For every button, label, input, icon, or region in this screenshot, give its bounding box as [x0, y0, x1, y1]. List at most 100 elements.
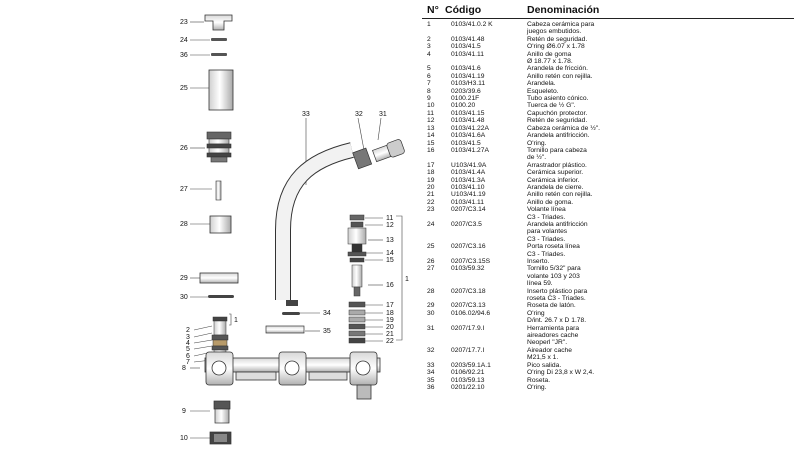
callout-4: 4 — [186, 340, 190, 347]
denomination-line: Neoperl "JR". — [527, 339, 568, 347]
part-number: 35 — [427, 376, 435, 384]
part-code: 0103/41.27A — [451, 146, 489, 154]
denomination-line: volante 103 y 203 — [527, 272, 580, 280]
part-code: 0207/C3.13 — [451, 302, 486, 310]
callout-29: 29 — [180, 275, 188, 282]
denomination-line: Arrastrador plástico. — [527, 161, 587, 169]
part-code: 0207/C3.5 — [451, 220, 482, 228]
cartridge-assembly-right — [347, 214, 367, 344]
denomination-line: Inserto. — [527, 258, 550, 265]
part-code: 0103/41.19 — [451, 72, 485, 80]
part-code: 0203/39.6 — [451, 87, 481, 95]
part-number: 13 — [427, 124, 435, 132]
denomination-line: C3 - Triades. — [527, 250, 566, 258]
callout-17: 17 — [386, 302, 394, 309]
part-number: 30 — [427, 309, 435, 317]
part-code: 0100.20 — [451, 102, 476, 110]
valve-body-part-8 — [204, 351, 381, 400]
part-number: 31 — [427, 324, 435, 332]
callout-18: 18 — [386, 310, 394, 317]
part-number: 15 — [427, 139, 435, 147]
part-code: 0207/17.9.I — [451, 324, 485, 332]
part-denomination: Tuerca de ½ G". — [527, 102, 637, 109]
part-denomination: Pico salida. — [527, 362, 637, 369]
callout-35: 35 — [323, 328, 331, 335]
part-number: 24 — [427, 220, 435, 228]
header-number: N° — [427, 4, 439, 16]
denomination-line: Roseta de latón. — [527, 302, 576, 310]
part-number: 16 — [427, 146, 435, 154]
aerator-part-32 — [352, 147, 373, 170]
denomination-line: M21,5 x 1. — [527, 354, 559, 362]
part-denomination: Roseta de latón. — [527, 302, 637, 309]
part-denomination: Inserto. — [527, 258, 637, 265]
callout-13: 13 — [386, 237, 394, 244]
callout-31: 31 — [379, 111, 387, 118]
denomination-line: Pico salida. — [527, 361, 562, 369]
part-code: 0103/41.48 — [451, 35, 485, 43]
part-number: 23 — [427, 206, 435, 214]
part-code: 0103/41.11 — [451, 198, 484, 206]
part-denomination: Anillo de goma. — [527, 199, 637, 206]
header-code: Código — [445, 4, 482, 16]
denomination-line: Herramienta para — [527, 324, 580, 332]
part-number: 7 — [427, 80, 431, 88]
part-number: 18 — [427, 169, 435, 177]
part-denomination: Tubo asiento cónico. — [527, 95, 637, 102]
part-code: 0207/C3.16 — [451, 243, 486, 251]
callout-12: 12 — [386, 222, 394, 229]
part-code: 0201/22.10 — [451, 383, 485, 391]
part-number: 10 — [427, 102, 435, 110]
denomination-line: O'ring Ø6.07 x 1.78 — [527, 43, 585, 51]
part-number: 9 — [427, 95, 431, 103]
part-denomination: Cabeza cerámica de ½". — [527, 125, 637, 132]
part-number: 27 — [427, 265, 435, 273]
part-code: 0103/59.32 — [451, 265, 485, 273]
part-denomination: Capuchón protector. — [527, 110, 637, 117]
denomination-line: O'ring. — [527, 383, 547, 391]
part-code: 0106.02/94.6 — [451, 309, 491, 317]
callout-36: 36 — [180, 52, 188, 59]
callout-19: 19 — [386, 317, 394, 324]
part-code: 0103/41.22A — [451, 124, 489, 132]
denomination-line: C3 - Triades. — [527, 235, 566, 243]
part-code: 0103/41.3A — [451, 176, 486, 184]
part-code: 0103/41.15 — [451, 109, 485, 117]
callout-21: 21 — [386, 331, 394, 338]
part-code: 0103/41.5 — [451, 139, 481, 147]
denomination-line: Esqueleto. — [527, 87, 559, 95]
part-number: 20 — [427, 183, 435, 191]
part-denomination: O'ring. — [527, 140, 637, 147]
callout-10: 10 — [180, 435, 188, 442]
part-denomination: Anillo retén con rejilla. — [527, 73, 637, 80]
denomination-line: Retén de seguridad. — [527, 35, 588, 43]
part-code: 0207/C3.15S — [451, 258, 491, 265]
callout-22: 22 — [386, 338, 394, 345]
denomination-line: Roseta. — [527, 376, 551, 384]
callout-9: 9 — [182, 408, 186, 415]
denomination-line: Retén de seguridad. — [527, 117, 588, 125]
part-denomination: Arandela. — [527, 80, 637, 87]
part-denomination: Cerámica superior. — [527, 169, 637, 176]
